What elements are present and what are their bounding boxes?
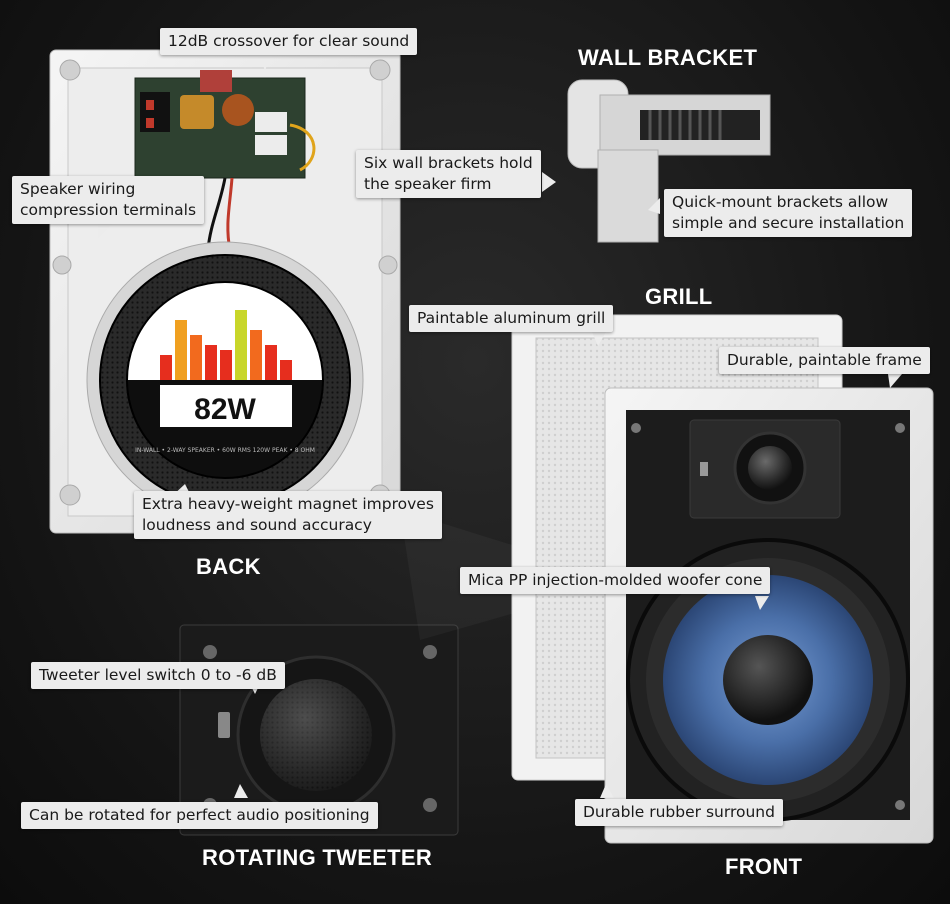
- wall-bracket: [567, 79, 771, 243]
- callout-surround: Durable rubber surround: [575, 799, 783, 826]
- callout-six-brackets-line2: the speaker firm: [364, 175, 492, 193]
- callout-woofer: Mica PP injection-molded woofer cone: [460, 567, 771, 594]
- callout-magnet-line2: loudness and sound accuracy: [142, 516, 372, 534]
- callout-six-brackets: Six wall brackets hold the speaker firm: [356, 150, 541, 198]
- heading-grill: GRILL: [645, 284, 713, 309]
- callout-quick-mount-line2: simple and secure installation: [672, 214, 905, 232]
- callout-tweeter-switch: Tweeter level switch 0 to -6 dB: [31, 662, 285, 689]
- magnet-ring-text: IN-WALL • 2-WAY SPEAKER • 60W RMS 120W P…: [135, 447, 315, 454]
- heading-front: FRONT: [725, 854, 803, 879]
- magnet: 82W IN-WALL • 2-WAY SPEAKER • 60W RMS 12…: [86, 241, 364, 519]
- front-speaker: [604, 387, 934, 844]
- heading-rotating-tweeter: ROTATING TWEETER: [202, 845, 433, 870]
- heading-wall-bracket: WALL BRACKET: [578, 45, 758, 70]
- callout-quick-mount: Quick-mount brackets allow simple and se…: [664, 189, 913, 237]
- equalizer-graphic: [160, 310, 292, 380]
- callout-magnet-line1: Extra heavy-weight magnet improves: [142, 495, 434, 513]
- callout-grill: Paintable aluminum grill: [409, 305, 614, 332]
- heading-back: BACK: [196, 554, 261, 579]
- callout-six-brackets-line1: Six wall brackets hold: [364, 154, 533, 172]
- callout-wiring: Speaker wiring compression terminals: [12, 176, 205, 224]
- back-speaker: 82W IN-WALL • 2-WAY SPEAKER • 60W RMS 12…: [49, 49, 401, 534]
- crossover-board: [134, 70, 316, 251]
- callout-rotated: Can be rotated for perfect audio positio…: [21, 802, 378, 829]
- callout-wiring-line1: Speaker wiring: [20, 180, 136, 198]
- callout-wiring-line2: compression terminals: [20, 201, 197, 219]
- callout-magnet: Extra heavy-weight magnet improves loudn…: [134, 491, 442, 539]
- callout-quick-mount-line1: Quick-mount brackets allow: [672, 193, 889, 211]
- callout-crossover: 12dB crossover for clear sound: [160, 28, 418, 55]
- callout-frame: Durable, paintable frame: [719, 347, 930, 374]
- wattage-label: 82W: [194, 393, 256, 426]
